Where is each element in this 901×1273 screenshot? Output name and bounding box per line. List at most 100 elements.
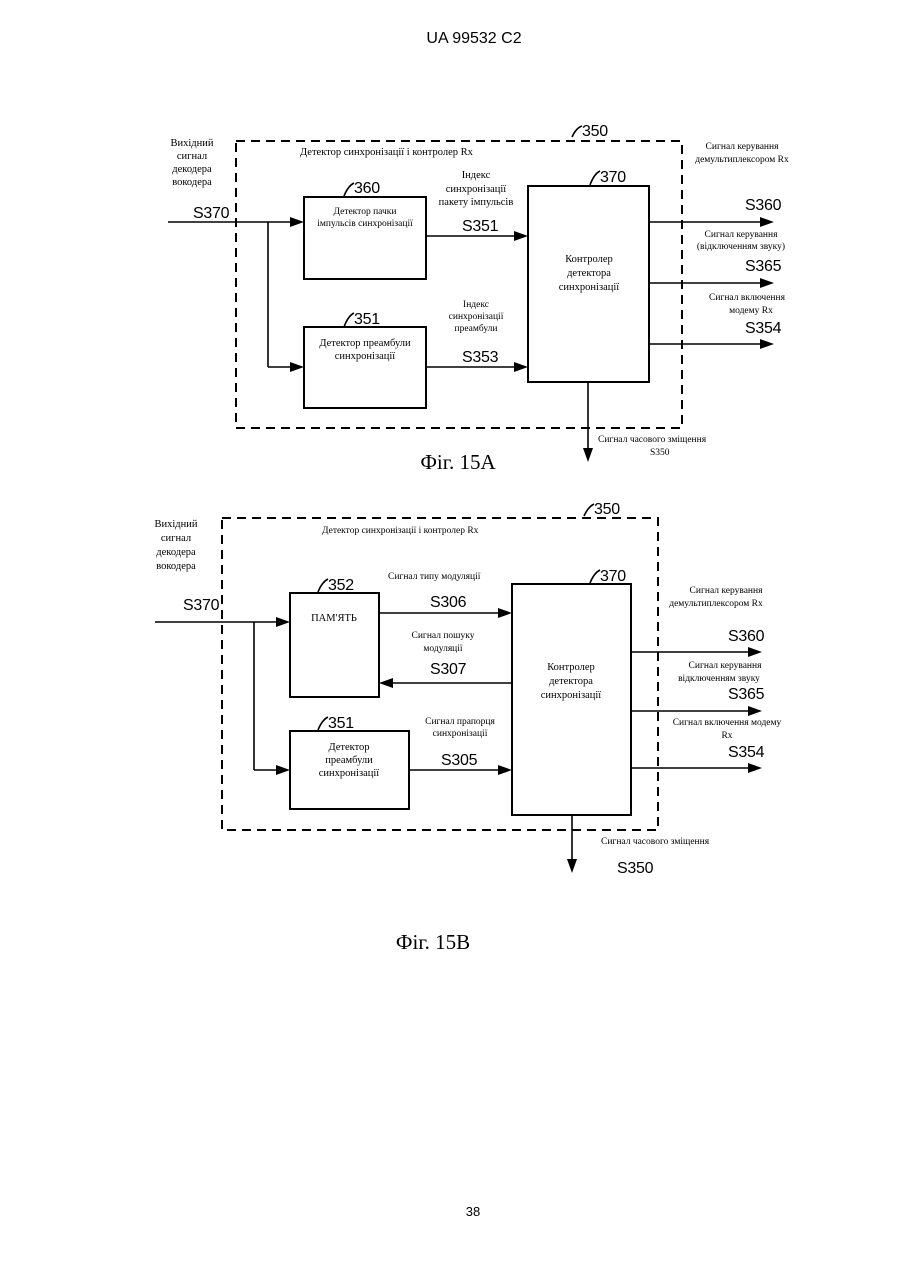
offset-label-15a-2: S350 [650,448,670,458]
burst-index-label-3: пакету імпульсів [439,197,514,208]
arrow-to-preamble-15b [276,765,290,775]
sync-flag-label-2: синхронізації [433,729,488,739]
memory-label: ПАМ'ЯТЬ [311,613,357,624]
ref-352: 352 [328,577,354,594]
offset-arrow-15b [567,859,577,873]
mute-label-15b-1: Сигнал керування [689,661,763,671]
ref-leader-351-15a [344,313,354,327]
modem-signal-15a: S354 [745,320,782,337]
mod-search-signal: S307 [430,661,467,678]
caption-15a: Фіг. 15А [420,450,496,474]
input-label-15a-2: сигнал [177,151,207,162]
caption-15b: Фіг. 15В [396,930,470,954]
burst-index-label-1: Індекс [462,170,491,181]
ref-351-15a: 351 [354,311,380,328]
arrow-to-memory [276,617,290,627]
mute-label-15a-1: Сигнал керування [705,230,779,240]
burst-index-arrow [514,231,528,241]
page-number: 38 [466,1204,480,1219]
offset-label-15b: Сигнал часового зміщення [601,837,710,847]
mute-label-15b-2: відключенням звуку [678,674,760,684]
figure-15a: Детектор синхронізації і контролер Rx 35… [168,123,789,474]
preamble-index-arrow-15a [514,362,528,372]
controller-15b-label-3: синхронізації [541,690,602,701]
burst-index-signal: S351 [462,218,499,235]
input-label-15a-1: Вихідний [171,138,214,149]
preamble-detector-15a-label-1: Детектор преамбули [319,338,411,349]
ref-leader-370-15b [590,570,600,583]
demux-label-15a-1: Сигнал керування [706,142,780,152]
ref-leader-351-15b [318,717,328,730]
preamble-index-label-2: синхронізації [449,312,504,322]
burst-index-label-2: синхронізації [446,184,507,195]
modem-label-15b-2: Rx [721,731,732,741]
modem-arrow-15b [748,763,762,773]
mute-signal-15a: S365 [745,258,782,275]
input-label-15a-4: вокодера [172,177,212,188]
mute-signal-15b: S365 [728,686,765,703]
preamble-detector-15b-label-2: преамбули [325,755,373,766]
ref-370-15a: 370 [600,169,626,186]
demux-arrow-15b [748,647,762,657]
burst-detector-label-1: Детектор пачки [334,207,397,217]
figure-15b: Детектор синхронізації і контролер Rx 35… [155,501,782,954]
offset-arrow-15a [583,448,593,462]
sync-flag-arrow [498,765,512,775]
demux-label-15b-1: Сигнал керування [690,586,764,596]
arrow-to-burst-detector [290,217,304,227]
ref-leader-352 [318,579,328,592]
input-label-15b-4: вокодера [156,561,196,572]
modem-signal-15b: S354 [728,744,765,761]
outer-title-15a: Детектор синхронізації і контролер Rx [300,147,474,158]
modem-label-15a-2: модему Rx [729,306,773,316]
input-label-15b-2: сигнал [161,533,191,544]
mod-search-arrow [379,678,393,688]
preamble-detector-15b-label-3: синхронізації [319,768,380,779]
demux-arrow-15a [760,217,774,227]
ref-350-15b: 350 [594,501,620,518]
ref-350-15a: 350 [582,123,608,140]
sync-flag-signal: S305 [441,752,478,769]
modem-arrow-15a [760,339,774,349]
mute-label-15a-2: (відключенням звуку) [697,241,785,252]
offset-signal-15b: S350 [617,860,654,877]
mute-arrow-15b [748,706,762,716]
input-label-15b-1: Вихідний [155,519,198,530]
ref-351-15b: 351 [328,715,354,732]
input-label-15b-3: декодера [156,547,196,558]
outer-title-15b: Детектор синхронізації і контролер Rx [322,526,479,536]
controller-15a-label-1: Контролер [565,254,613,265]
ref-360: 360 [354,180,380,197]
preamble-detector-15a-label-2: синхронізації [335,351,396,362]
mod-type-label: Сигнал типу модуляції [388,572,481,582]
preamble-detector-15b-label-1: Детектор [328,742,369,753]
arrow-to-preamble-15a [290,362,304,372]
controller-15b-label-2: детектора [549,676,593,687]
input-signal-15b: S370 [183,597,220,614]
controller-15a-label-3: синхронізації [559,282,620,293]
demux-label-15b-2: демультиплексором Rx [669,599,763,609]
input-label-15a-3: декодера [172,164,212,175]
preamble-index-signal-15a: S353 [462,349,499,366]
modem-label-15a-1: Сигнал включення [709,293,786,303]
sync-flag-label-1: Сигнал прапорця [425,717,495,727]
patent-id: UA 99532 C2 [426,30,521,47]
ref-leader-360 [344,183,354,196]
mod-search-label-2: модуляції [423,644,462,654]
ref-leader-350-15b [584,504,594,516]
mod-type-signal: S306 [430,594,467,611]
input-signal-15a: S370 [193,205,230,222]
memory-block [290,593,379,697]
controller-15b-label-1: Контролер [547,662,595,673]
preamble-index-label-3: преамбули [454,323,497,334]
ref-leader-350-15a [572,126,582,137]
ref-370-15b: 370 [600,568,626,585]
controller-15a-label-2: детектора [567,268,611,279]
burst-detector-label-2: імпульсів синхронізації [317,219,413,229]
ref-leader-370-15a [590,171,600,185]
demux-label-15a-2: демультиплексором Rx [695,155,789,165]
mute-arrow-15a [760,278,774,288]
mod-type-arrow [498,608,512,618]
demux-signal-15a: S360 [745,197,782,214]
